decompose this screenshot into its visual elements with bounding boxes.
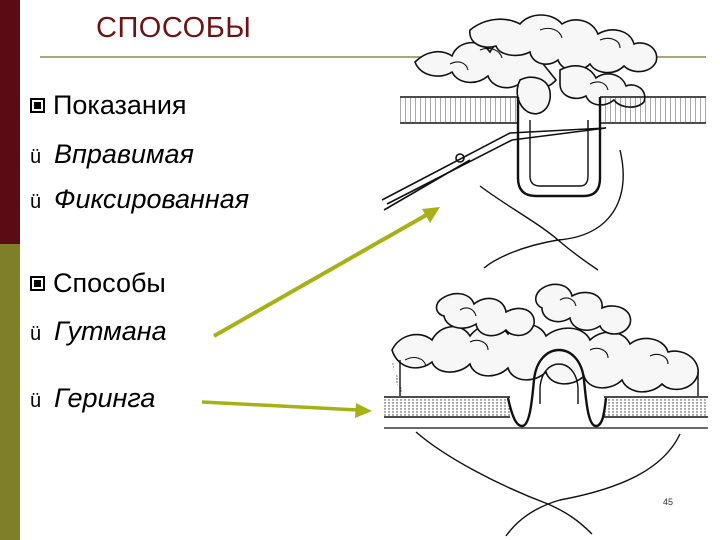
- square-bullet-icon: [30, 276, 45, 291]
- suture-top-left: [479, 185, 599, 271]
- left-bar-bottom: [0, 244, 20, 540]
- section-heading-indications: Показания: [30, 90, 187, 120]
- arrow-gutman: [213, 207, 440, 338]
- page-number: 45: [663, 497, 674, 507]
- checkmark-icon: ü: [30, 323, 42, 345]
- hernia-sac-bottom: [506, 348, 608, 428]
- slide-title: СПОСОБЫ: [96, 12, 252, 44]
- arrow-gering: [201, 400, 372, 418]
- checkmark-icon: ü: [30, 191, 42, 213]
- intestine-loops-bottom: [391, 283, 699, 396]
- abdominal-wall-right-bottom: [604, 398, 708, 416]
- square-bullet-icon: [30, 98, 45, 113]
- abdominal-wall-left-top: [400, 98, 518, 122]
- suture-top-right: [483, 149, 624, 269]
- checkmark-icon: ü: [30, 390, 42, 412]
- gering-method-drawing: [384, 283, 708, 537]
- left-bar-top: [0, 0, 20, 244]
- suture-bottom-right: [505, 433, 681, 537]
- gutman-method-drawing: [381, 14, 706, 271]
- intestine-loops-top: [414, 14, 658, 115]
- title-underline: [40, 56, 706, 58]
- suture-bottom-left: [415, 431, 593, 535]
- abdominal-wall-right-top: [600, 98, 706, 122]
- section-heading-methods: Способы: [30, 268, 166, 298]
- surgical-clamp: [381, 127, 607, 211]
- abdominal-wall-left-bottom: [384, 398, 510, 416]
- checkmark-icon: ü: [30, 146, 42, 168]
- hernia-sac-top: [516, 97, 602, 198]
